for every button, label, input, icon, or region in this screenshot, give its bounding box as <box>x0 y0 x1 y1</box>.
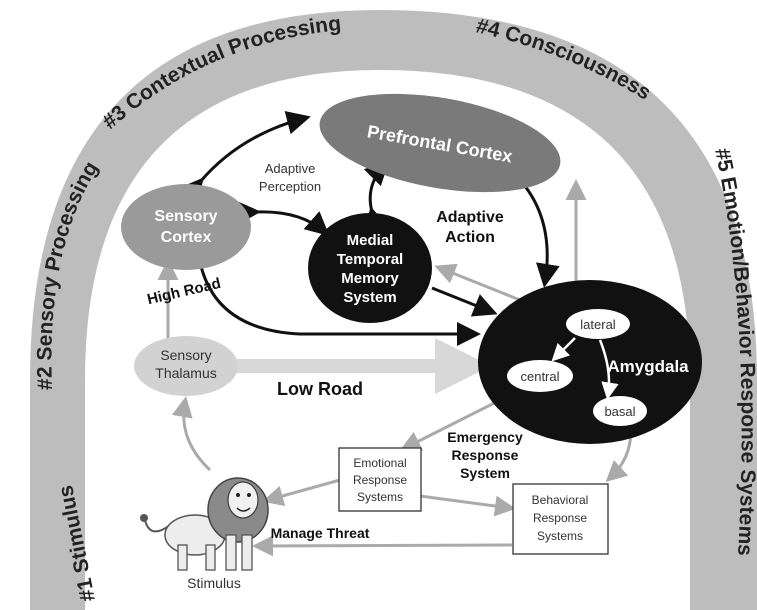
adaptive-action-label-2: Action <box>445 229 495 246</box>
prefrontal-to-amygdala-arrow <box>518 179 560 288</box>
emergency-label-1: Emergency <box>447 429 523 445</box>
lateral-to-central-arrow <box>551 337 576 362</box>
low-road-label: Low Road <box>277 379 363 399</box>
amygdala-node: Amygdala lateral central basal <box>478 280 702 444</box>
lateral-nucleus: lateral <box>566 309 630 339</box>
emotional-to-stimulus-arrow <box>262 478 341 507</box>
medial-temporal-label-2: Temporal <box>337 251 403 268</box>
amygdala-label: Amygdala <box>607 357 689 376</box>
manage-threat-arrow <box>252 535 513 557</box>
sensory-to-prefrontal-arrow <box>179 110 311 204</box>
behavioral-response-label-3: Systems <box>537 529 583 543</box>
emotional-response-label-2: Response <box>353 473 407 487</box>
sensory-thalamus-node: Sensory Thalamus <box>134 336 238 396</box>
amygdala-to-memory-arrow <box>434 263 521 302</box>
behavioral-response-box: Behavioral Response Systems <box>512 483 609 555</box>
behavioral-response-label-1: Behavioral <box>532 493 589 507</box>
prefrontal-cortex-node: Prefrontal Cortex <box>319 93 561 193</box>
emergency-label-2: Response <box>452 447 519 463</box>
high-road-label: High Road <box>146 275 223 308</box>
stimulus-to-thalamus-arrow <box>171 396 212 472</box>
lion-stimulus-illustration <box>140 477 269 571</box>
emotional-response-label-3: Systems <box>357 490 403 504</box>
stimulus-label: Stimulus <box>187 575 241 591</box>
medial-temporal-node: Medial Temporal Memory System <box>308 213 432 323</box>
emotional-response-label-1: Emotional <box>353 456 406 470</box>
sensory-cortex-node: Sensory Cortex <box>121 184 251 270</box>
high-road-arrow <box>198 261 481 346</box>
medial-temporal-label-4: System <box>343 289 396 306</box>
emergency-label-3: System <box>460 465 510 481</box>
sensory-cortex-label-1: Sensory <box>154 208 217 225</box>
central-nucleus: central <box>507 360 573 392</box>
adaptive-action-label-1: Adaptive <box>436 209 504 226</box>
memory-to-amygdala-arrow <box>431 286 498 317</box>
sensory-thalamus-label-2: Thalamus <box>155 365 216 381</box>
basal-nucleus: basal <box>593 396 647 426</box>
emotional-response-box: Emotional Response Systems <box>338 447 422 512</box>
adaptive-perception-label-1: Adaptive <box>265 161 316 176</box>
lateral-label: lateral <box>580 317 616 332</box>
sensory-thalamus-label-1: Sensory <box>160 347 211 363</box>
emotional-to-behavioral-arrow <box>419 494 516 517</box>
medial-temporal-label-3: Memory <box>341 270 399 287</box>
medial-temporal-label-1: Medial <box>347 232 394 249</box>
sensory-cortex-label-2: Cortex <box>161 229 212 246</box>
adaptive-perception-label-2: Perception <box>259 179 321 194</box>
central-label: central <box>520 369 559 384</box>
behavioral-response-label-2: Response <box>533 511 587 525</box>
lateral-to-basal-arrow <box>598 339 619 400</box>
sensory-to-memory-arrow <box>236 200 330 236</box>
manage-threat-label: Manage Threat <box>271 525 370 541</box>
basal-label: basal <box>604 404 635 419</box>
